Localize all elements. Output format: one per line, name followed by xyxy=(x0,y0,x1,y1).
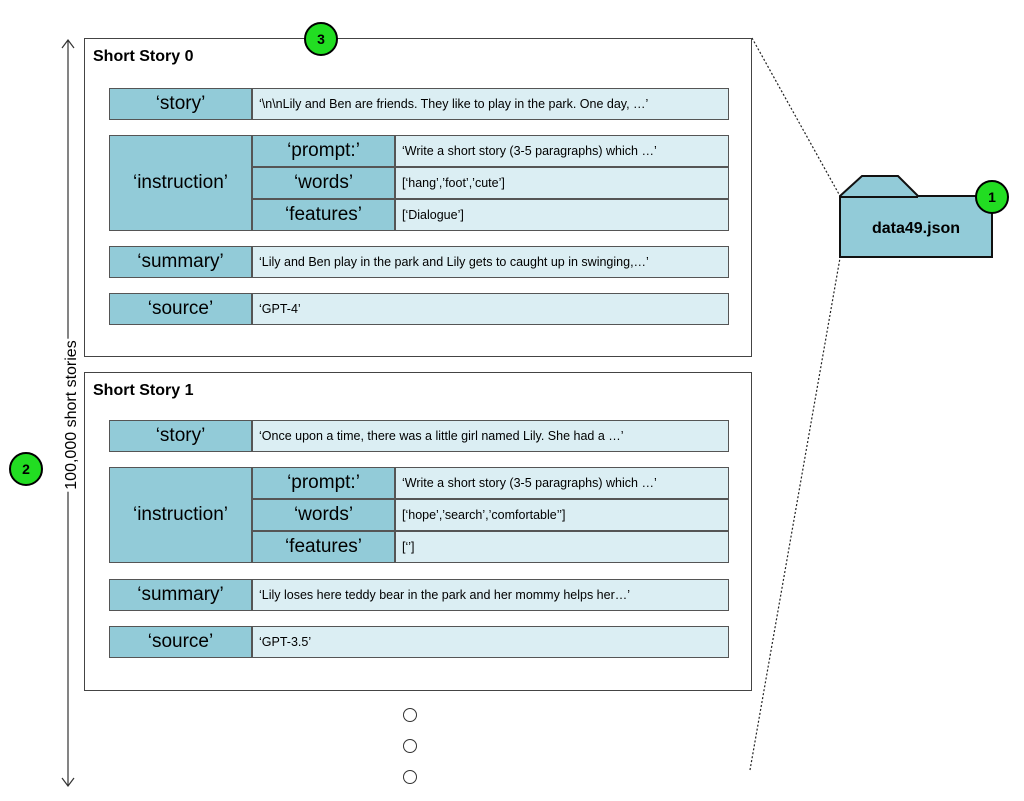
story-value: ‘Once upon a time, there was a little gi… xyxy=(252,420,729,452)
story-title: Short Story 0 xyxy=(93,48,194,65)
badge-1: 1 xyxy=(975,180,1009,214)
story-card-1: Short Story 1 ‘story’ ‘Once upon a time,… xyxy=(84,372,752,691)
badge-2: 2 xyxy=(9,452,43,486)
source-key: ‘source’ xyxy=(109,293,252,325)
source-value: ‘GPT-4’ xyxy=(252,293,729,325)
instruction-key: ‘instruction’ xyxy=(109,135,252,231)
instruction-key: ‘instruction’ xyxy=(109,467,252,563)
zoom-line-top xyxy=(751,37,841,197)
words-value: [‘hang’,’foot’,’cute’] xyxy=(395,167,729,199)
story-card-0: Short Story 0 ‘story’ ‘\n\nLily and Ben … xyxy=(84,38,752,357)
source-key: ‘source’ xyxy=(109,626,252,658)
prompt-key: ‘prompt:’ xyxy=(252,135,395,167)
features-key: ‘features’ xyxy=(252,199,395,231)
count-arrow-bottom-head xyxy=(61,777,75,787)
features-value: [‘’] xyxy=(395,531,729,563)
ellipsis-dot xyxy=(403,770,417,784)
summary-value: ‘Lily loses here teddy bear in the park … xyxy=(252,579,729,611)
story-count-label: 100,000 short stories xyxy=(63,338,81,492)
zoom-line-bottom xyxy=(749,257,841,771)
story-title: Short Story 1 xyxy=(93,382,194,399)
prompt-value: ‘Write a short story (3-5 paragraphs) wh… xyxy=(395,467,729,499)
story-key: ‘story’ xyxy=(109,420,252,452)
story-value: ‘\n\nLily and Ben are friends. They like… xyxy=(252,88,729,120)
summary-key: ‘summary’ xyxy=(109,246,252,278)
features-key: ‘features’ xyxy=(252,531,395,563)
source-value: ‘GPT-3.5’ xyxy=(252,626,729,658)
summary-key: ‘summary’ xyxy=(109,579,252,611)
words-key: ‘words’ xyxy=(252,499,395,531)
words-value: [‘hope’,’search’,’comfortable’’] xyxy=(395,499,729,531)
prompt-value: ‘Write a short story (3-5 paragraphs) wh… xyxy=(395,135,729,167)
count-arrow-top-head xyxy=(61,39,75,49)
prompt-key: ‘prompt:’ xyxy=(252,467,395,499)
ellipsis-dot xyxy=(403,708,417,722)
features-value: [‘Dialogue’] xyxy=(395,199,729,231)
file-name: data49.json xyxy=(871,219,961,237)
summary-value: ‘Lily and Ben play in the park and Lily … xyxy=(252,246,729,278)
badge-3: 3 xyxy=(304,22,338,56)
ellipsis-dot xyxy=(403,739,417,753)
words-key: ‘words’ xyxy=(252,167,395,199)
story-key: ‘story’ xyxy=(109,88,252,120)
